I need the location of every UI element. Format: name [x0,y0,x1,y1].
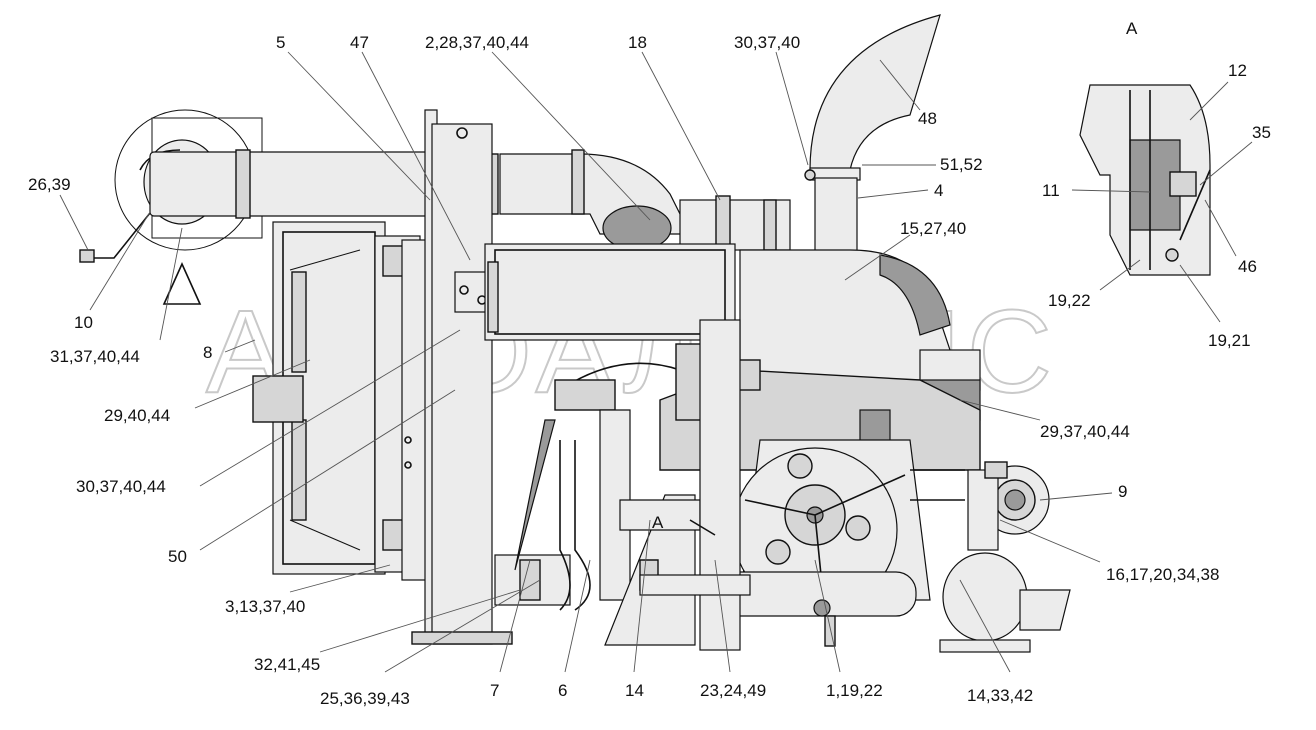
inset-a-detail [1079,84,1211,276]
callout-14-33-42: 14,33,42 [967,686,1033,705]
intake-pipe [149,149,791,255]
callout-18: 18 [628,33,647,52]
callout-31-37-40-44: 31,37,40,44 [50,347,140,366]
callout-15-27-40: 15,27,40 [900,219,966,238]
starter-motor [494,440,591,611]
intercooler-box [484,243,736,341]
callout-35: 35 [1252,123,1271,142]
callout-5: 5 [276,33,285,52]
callout-19-21: 19,21 [1208,331,1251,350]
inset-title-a: А [1126,19,1138,38]
callout-19-22: 19,22 [1048,291,1091,310]
pump-assembly [910,461,1071,653]
callout-8: 8 [203,343,212,362]
callout-32-41-45: 32,41,45 [254,655,320,674]
callout-7: 7 [490,681,499,700]
callout-29-37-40-44: 29,37,40,44 [1040,422,1130,441]
callout-30-37-40-top: 30,37,40 [734,33,800,52]
callout-25-36-39-43: 25,36,39,43 [320,689,410,708]
callout-12: 12 [1228,61,1247,80]
callout-46: 46 [1238,257,1257,276]
frame-post [411,109,513,645]
callout-9: 9 [1118,482,1127,501]
callout-10: 10 [74,313,93,332]
section-marker [689,519,716,536]
callout-51-52: 51,52 [940,155,983,174]
callout-47: 47 [350,33,369,52]
callout-labels: 5 47 2,28,37,40,44 18 30,37,40 48 51,52 … [28,19,1271,708]
callout-4: 4 [934,181,943,200]
callout-11: 11 [1042,181,1060,200]
callout-14: 14 [625,681,644,700]
callout-16-17-20-34-38: 16,17,20,34,38 [1106,565,1219,584]
callout-29-40-44: 29,40,44 [104,406,170,425]
flywheel-housing [711,439,931,647]
callout-3-13-37-40: 3,13,37,40 [225,597,305,616]
callout-30-37-40-44: 30,37,40,44 [76,477,166,496]
callout-2-28-37-40-44: 2,28,37,40,44 [425,33,529,52]
leader-lines [59,51,1253,673]
callout-50: 50 [168,547,187,566]
callout-1-19-22: 1,19,22 [826,681,883,700]
callout-23-24-49: 23,24,49 [700,681,766,700]
bracket-6 [514,319,751,651]
callout-26-39: 26,39 [28,175,71,194]
callout-48: 48 [918,109,937,128]
callout-6: 6 [558,681,567,700]
section-letter-a: А [652,513,664,532]
